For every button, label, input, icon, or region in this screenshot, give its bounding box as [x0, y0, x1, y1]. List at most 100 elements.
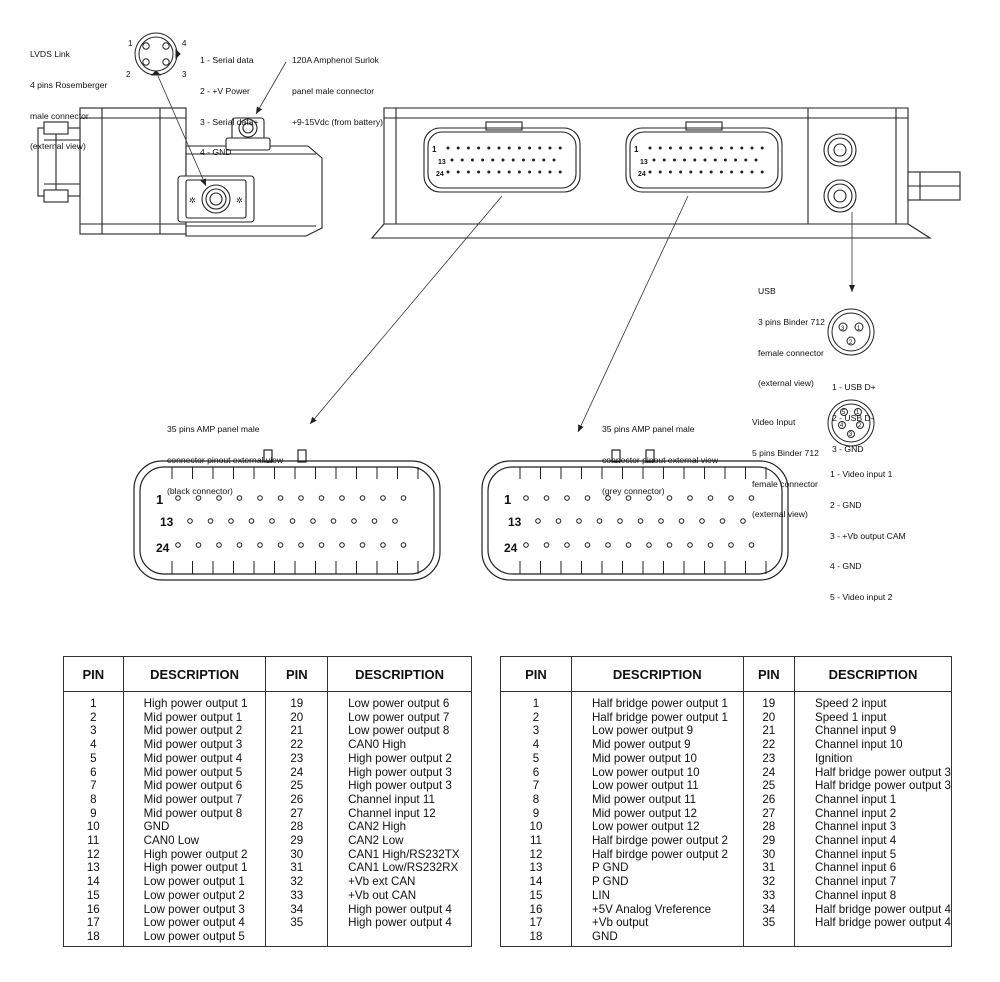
pin-description-cell: Mid power output 4 [122, 751, 267, 766]
pin-description-cell: +Vb out CAN [327, 888, 472, 903]
connector-pin [380, 542, 386, 548]
pin-number-cell: 25 [742, 779, 795, 793]
connector-pin-small [662, 158, 666, 162]
lvds-pin-item: 3 - Serial data+ [200, 116, 259, 127]
pin-description-cell: Channel input 6 [793, 861, 953, 876]
amp-black-label-line: 35 pins AMP panel male [167, 424, 260, 435]
video-pin-number: 5 [842, 410, 846, 416]
connector-pin-small [497, 146, 501, 150]
header-pin: PIN [63, 656, 124, 692]
pin-description-cell: Low power output 1 [122, 875, 267, 889]
connector-pin [318, 542, 325, 548]
pin-number-cell: 11 [63, 834, 124, 848]
connector-pin [380, 495, 386, 501]
connector-pin-small [672, 158, 676, 162]
connector-pin [543, 542, 550, 548]
pin-description-cell: Channel input 2 [793, 806, 953, 821]
lvds-label: LVDS Link 4 pins Rosemberger male connec… [30, 29, 107, 162]
lvds-pin-item: 1 - Serial data [200, 55, 254, 66]
power-connector-label: 120A Amphenol Surlok panel male connecto… [292, 35, 383, 137]
pin-number-cell: 17 [500, 916, 572, 930]
pin-description-cell: Low power output 2 [122, 888, 267, 903]
pin-description-cell: Channel input 8 [793, 888, 953, 903]
pin-number-cell: 25 [265, 779, 329, 793]
lvds-label-line: (external view) [30, 141, 86, 152]
lvds-pin-item: 2 - +V Power [200, 86, 250, 97]
connector-pin [392, 518, 398, 524]
video-pin-list: 1 - Video input 1 2 - GND 3 - +Vb output… [830, 449, 906, 612]
amp-black-label-line: (black connector) [167, 485, 233, 496]
pin-number-cell: 30 [742, 847, 795, 862]
connector-pin-small [679, 146, 683, 150]
connector-pin-small [558, 170, 562, 174]
pin-number-cell: 35 [265, 916, 329, 930]
connector-pin-small [658, 170, 662, 174]
small-pin-mark: 1 [634, 145, 639, 154]
connector-pin-small [648, 170, 652, 174]
connector-pin-small [517, 170, 521, 174]
pin-description-cell: Half bridge power output 3 [793, 779, 953, 793]
connector-pin-small [477, 170, 481, 174]
pin-description-cell: Speed 2 input [793, 691, 953, 711]
pin-number-cell: 33 [742, 888, 795, 903]
connector-pin-small [466, 146, 470, 150]
pin-number-cell: 8 [63, 792, 124, 807]
ecu-drawing: ✲ ✲ 1 4 2 3 [37, 32, 961, 581]
usb-pin-list: 1 - USB D+ 2 - USB D- 3 - GND [832, 362, 876, 464]
connector-pin [400, 542, 407, 548]
connector-pin-small [713, 158, 717, 162]
connector-pin-small [709, 170, 713, 174]
pin-description-cell: GND [570, 929, 744, 947]
connector-pin-small [497, 170, 501, 174]
pin-description-cell: Low power output 12 [570, 820, 744, 835]
connector-pin-small [683, 158, 687, 162]
connector-pin-small [466, 170, 470, 174]
connector-pin-small [719, 170, 723, 174]
connector-pin-small [446, 146, 450, 150]
pin-number-cell: 1 [500, 691, 572, 711]
pin-number-cell: 18 [500, 929, 572, 947]
pin-number-cell: 24 [265, 765, 329, 780]
small-amp-pins [446, 146, 764, 174]
pin-number-cell: 12 [63, 847, 124, 862]
pin-number-cell: 32 [742, 875, 795, 889]
pin-number-cell: 4 [63, 738, 124, 752]
connector-pin [666, 542, 673, 548]
pin-description-cell: CAN0 Low [122, 834, 267, 848]
pin-description-cell: +Vb output [570, 916, 744, 930]
pin-number-cell: 33 [265, 888, 329, 903]
connector-pin-small [460, 158, 464, 162]
connector-pin [543, 495, 550, 501]
small-pin-mark: 1 [432, 145, 437, 154]
pin-number-cell: 11 [500, 834, 572, 848]
usb-pin-item: 1 - USB D+ [832, 382, 876, 393]
pin-description-cell: P GND [570, 861, 744, 876]
pin-number-cell: 15 [63, 888, 124, 903]
pin-mark: 24 [156, 541, 170, 555]
video-pin-number: 2 [858, 423, 862, 429]
usb-label: USB 3 pins Binder 712 female connector (… [758, 266, 825, 399]
pin-description-cell: Low power output 11 [570, 779, 744, 793]
pin-number-cell: 22 [742, 738, 795, 752]
pin-description-cell: Channel input 1 [793, 792, 953, 807]
pin-number-cell: 23 [265, 751, 329, 766]
connector-pin [555, 518, 562, 524]
connector-pin-small [730, 146, 734, 150]
pin-description-cell [327, 929, 472, 947]
pin-description-cell: Low power output 5 [122, 929, 267, 947]
pin-description-cell: High power output 2 [327, 751, 472, 766]
connector-pin [584, 495, 591, 501]
header-pin: PIN [265, 656, 329, 692]
video-label-line: female connector [752, 478, 818, 489]
pin-description-cell: Low power output 6 [327, 691, 472, 711]
pin-number-cell: 16 [500, 902, 572, 917]
pin-description-cell: Half bridge power output 4 [793, 902, 953, 917]
pin-number-cell: 1 [63, 691, 124, 711]
